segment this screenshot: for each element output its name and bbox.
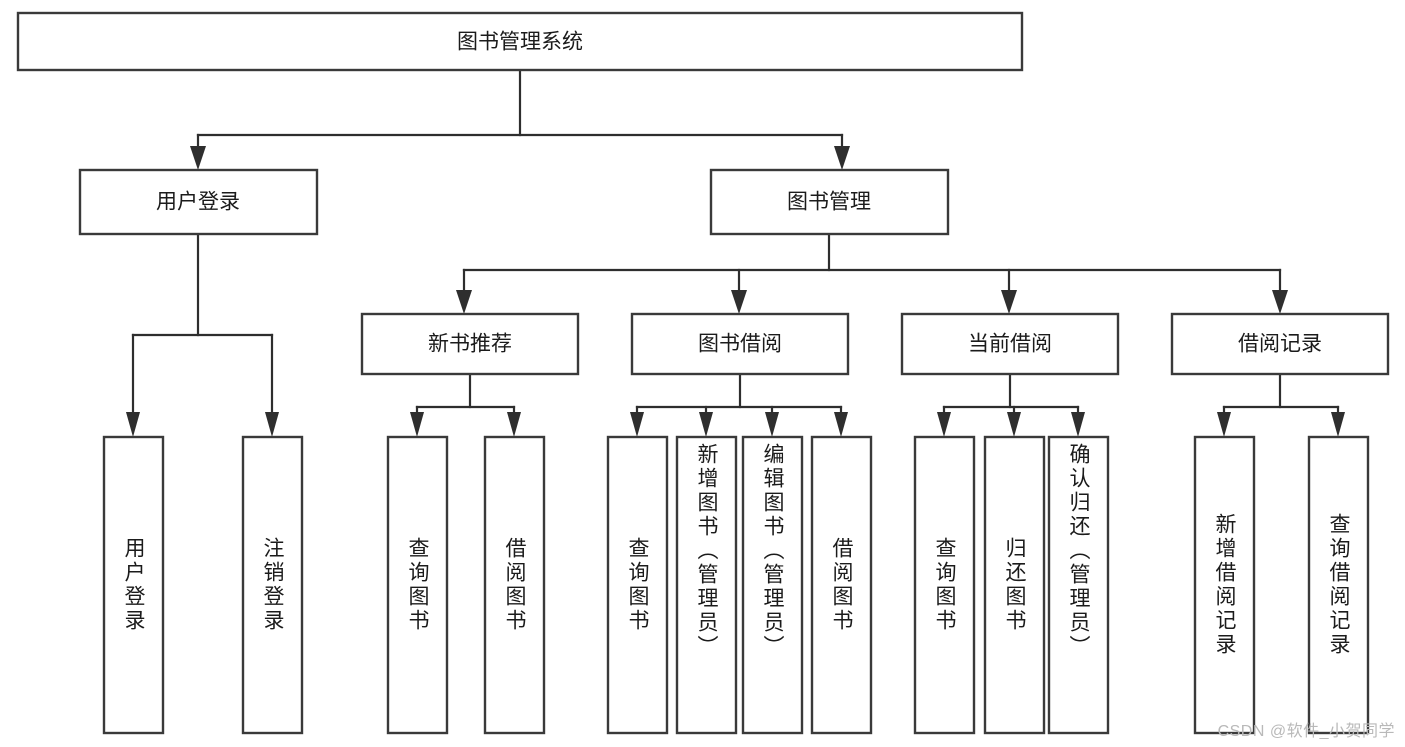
- node-current-borrow-label: 当前借阅: [968, 333, 1052, 356]
- leaf-box-user-login-2[interactable]: [241, 435, 304, 735]
- node-new-book-recommend-label: 新书推荐: [428, 333, 512, 356]
- node-new-book-recommend[interactable]: 新书推荐: [360, 312, 580, 376]
- arrow-to-user-login: [190, 146, 206, 170]
- node-current-borrow[interactable]: 当前借阅: [900, 312, 1120, 376]
- node-book-manage-label: 图书管理: [787, 191, 871, 214]
- node-user-login-label: 用户登录: [156, 191, 240, 214]
- leaf-box-current-borrow-2[interactable]: [983, 435, 1046, 735]
- leaf-box-current-borrow-1[interactable]: [913, 435, 976, 735]
- connector-book-borrow-to-leaves: [630, 372, 848, 437]
- leaf-box-book-borrow-4[interactable]: [810, 435, 873, 735]
- connector-user-login-to-leaves: [126, 232, 279, 437]
- connector-new-book-to-leaves: [410, 372, 521, 437]
- node-book-borrow-label: 图书借阅: [698, 333, 782, 356]
- node-borrow-record-label: 借阅记录: [1238, 333, 1322, 356]
- leaf-box-new-book-2[interactable]: [483, 435, 546, 735]
- leaf-box-user-login-1[interactable]: [102, 435, 165, 735]
- leaf-box-borrow-record-2[interactable]: [1307, 435, 1370, 735]
- connector-book-manage-to-level2: [456, 232, 1288, 314]
- node-root-system[interactable]: 图书管理系统: [16, 11, 1024, 72]
- leaf-box-borrow-record-1[interactable]: [1193, 435, 1256, 735]
- connector-borrow-record-to-leaves: [1217, 372, 1345, 437]
- leaf-box-new-book-1[interactable]: [386, 435, 449, 735]
- leaf-box-book-borrow-3[interactable]: [741, 435, 804, 735]
- node-root-label: 图书管理系统: [457, 31, 583, 54]
- node-user-login[interactable]: 用户登录: [78, 168, 319, 236]
- node-book-borrow[interactable]: 图书借阅: [630, 312, 850, 376]
- leaf-box-current-borrow-3[interactable]: [1047, 435, 1110, 735]
- node-book-manage[interactable]: 图书管理: [709, 168, 950, 236]
- leaf-box-book-borrow-2[interactable]: [675, 435, 738, 735]
- connector-current-borrow-to-leaves: [937, 372, 1085, 437]
- connector-root-to-level1: [190, 68, 850, 170]
- arrow-to-book-manage: [834, 146, 850, 170]
- csdn-watermark: CSDN @软件_小贺同学: [1217, 723, 1395, 740]
- node-borrow-record[interactable]: 借阅记录: [1170, 312, 1390, 376]
- leaf-box-book-borrow-1[interactable]: [606, 435, 669, 735]
